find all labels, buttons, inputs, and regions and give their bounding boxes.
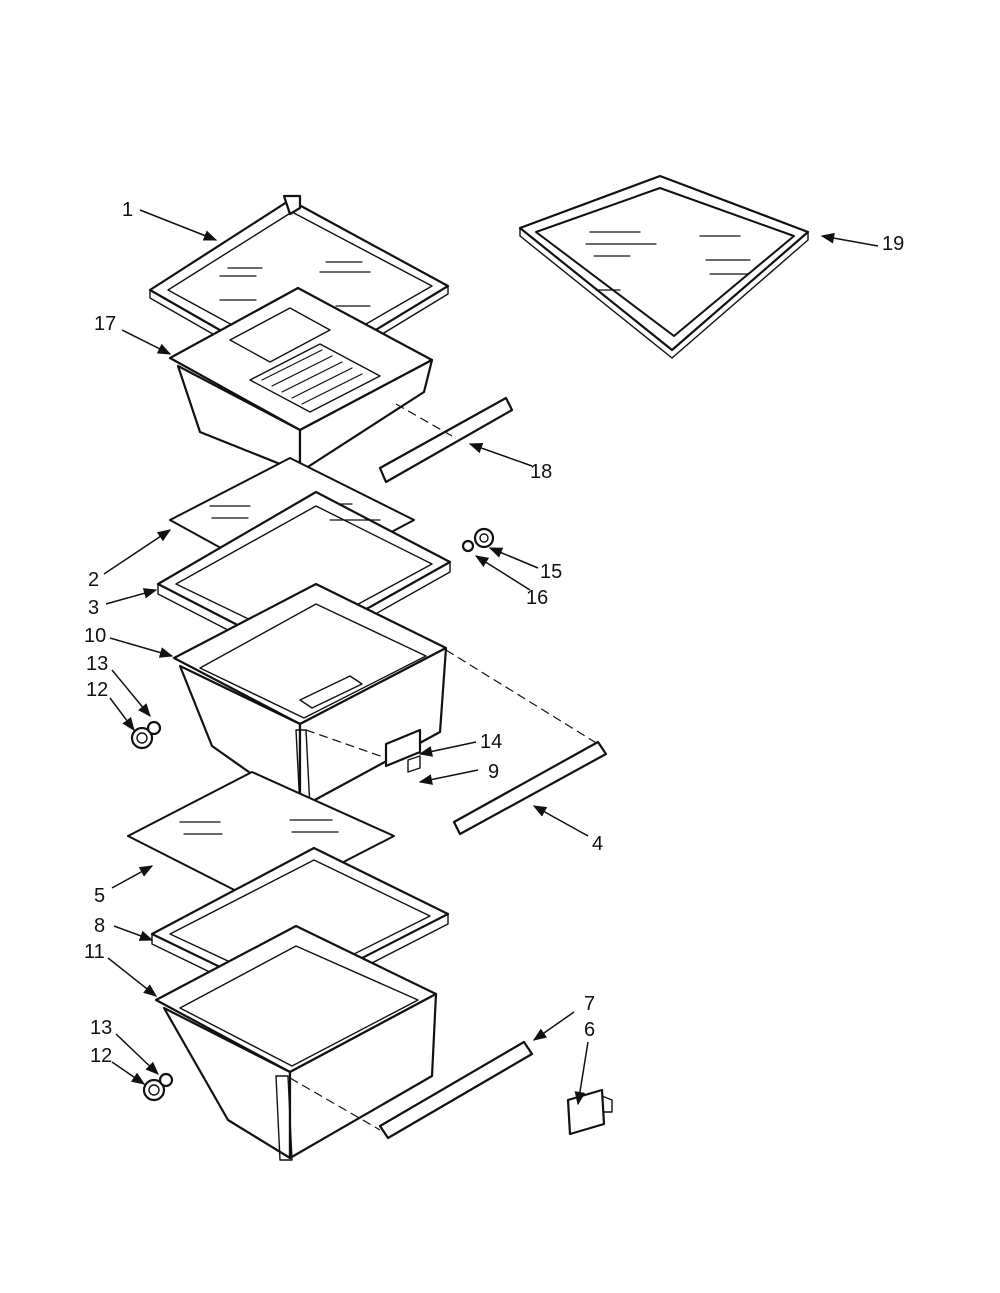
callout-19: 19: [882, 233, 904, 255]
callout-11: 11: [84, 941, 105, 963]
callout-14: 14: [480, 731, 502, 753]
roller-hub-upper: [130, 720, 162, 750]
callout-13-lower: 13: [90, 1017, 112, 1039]
callout-17: 17: [94, 313, 116, 335]
roller-hub-lower: [142, 1072, 174, 1102]
callout-12-upper: 12: [86, 679, 108, 701]
leader-lines: [103, 209, 879, 1106]
lower-crisper-drawer: [154, 924, 438, 1161]
upper-crisper-drawer: [172, 582, 448, 810]
drawer-rail: [305, 649, 608, 836]
pan-trim-rail: [378, 396, 514, 484]
upper-pan: [168, 286, 434, 474]
callout-8: 8: [94, 915, 105, 937]
callout-15: 15: [540, 561, 562, 583]
callout-1: 1: [122, 199, 133, 221]
callout-16: 16: [526, 587, 548, 609]
lower-glass: [127, 771, 395, 905]
callout-4: 4: [592, 833, 603, 855]
callout-3: 3: [88, 597, 99, 619]
callout-13-upper: 13: [86, 653, 108, 675]
slide-hub: [461, 527, 495, 553]
callout-10: 10: [84, 625, 106, 647]
callout-12-lower: 12: [90, 1045, 112, 1067]
shelf-glass-insert: [518, 174, 810, 359]
callout-labels: 1 17 19 18 2 3 15 16 10 13 12 14 9 4 5 8…: [84, 199, 904, 1067]
callout-7: 7: [584, 993, 595, 1015]
callout-18: 18: [530, 461, 552, 483]
callout-9: 9: [488, 761, 499, 783]
lower-slide-bracket: [566, 1088, 613, 1136]
callout-5: 5: [94, 885, 105, 907]
callout-6: 6: [584, 1019, 595, 1041]
lower-rail: [289, 1040, 534, 1140]
callout-2: 2: [88, 569, 99, 591]
